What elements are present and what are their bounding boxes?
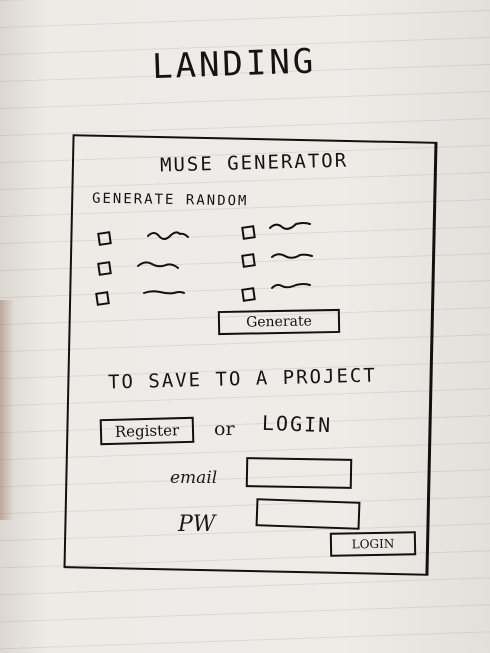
option-checkbox-5[interactable] — [241, 253, 256, 268]
or-separator-text: or — [214, 418, 235, 440]
register-button[interactable]: Register — [99, 416, 195, 446]
generate-button[interactable]: Generate — [217, 308, 341, 336]
option-label-squiggle-1 — [147, 231, 189, 240]
option-label-squiggle-3 — [143, 290, 185, 295]
login-heading: LOGIN — [261, 410, 333, 438]
option-label-squiggle-4 — [269, 222, 311, 230]
option-checkbox-3[interactable] — [95, 291, 110, 306]
option-label-squiggle-6 — [271, 283, 311, 289]
password-field[interactable] — [255, 498, 361, 530]
email-field[interactable] — [245, 457, 353, 489]
section-heading: GENERATE RANDOM — [91, 190, 249, 210]
page-title: LANDING — [151, 41, 317, 88]
login-button[interactable]: LOGIN — [329, 531, 417, 557]
option-checkbox-4[interactable] — [241, 225, 256, 240]
option-checkbox-1[interactable] — [97, 231, 112, 246]
finger-shadow — [0, 300, 14, 520]
option-label-squiggle-2 — [137, 261, 179, 269]
email-label: email — [170, 468, 218, 488]
option-checkbox-2[interactable] — [97, 261, 112, 276]
option-checkbox-6[interactable] — [241, 287, 256, 302]
option-label-squiggle-5 — [271, 253, 313, 259]
password-label: PW — [178, 512, 216, 537]
